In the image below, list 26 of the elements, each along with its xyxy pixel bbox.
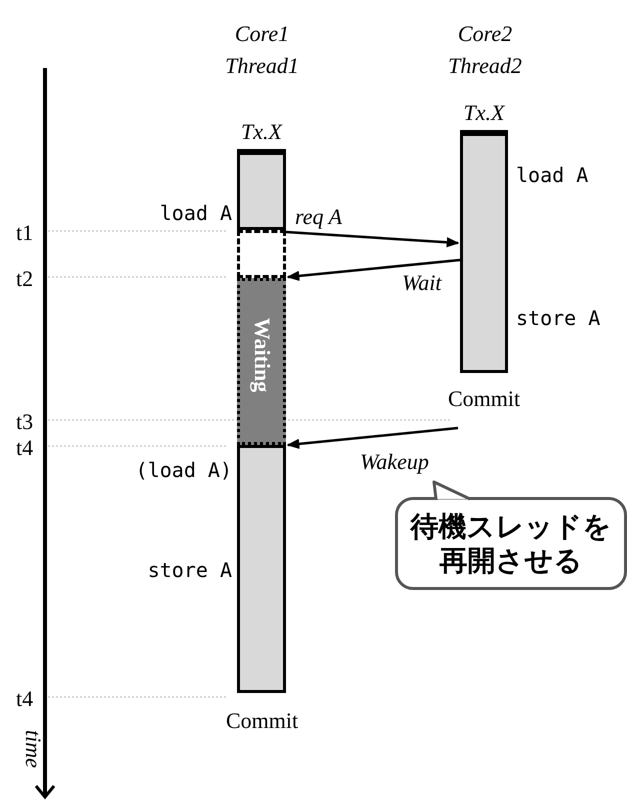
operation-label: (load A)	[136, 460, 232, 480]
operation-label: load A	[160, 203, 232, 223]
operation-label: store A	[516, 308, 600, 328]
request-box	[237, 230, 286, 278]
arrow	[286, 426, 458, 449]
callout-text: 待機スレッドを再開させる	[409, 510, 612, 578]
transaction-bar	[237, 445, 286, 693]
time-mark: t4	[16, 437, 34, 459]
time-mark: t4	[16, 688, 34, 710]
time-mark: t3	[16, 411, 34, 433]
commit-label: Commit	[226, 710, 298, 732]
column-heading: Core1 Thread1	[224, 20, 300, 80]
commit-label: Commit	[448, 388, 520, 410]
waiting-bar	[237, 278, 286, 445]
operation-label: store A	[148, 560, 232, 580]
column-heading: Core2 Thread2	[447, 20, 523, 80]
axis-label: time	[22, 730, 44, 768]
operation-label: load A	[516, 165, 588, 185]
time-mark: t1	[16, 222, 34, 244]
callout-bubble	[395, 497, 627, 590]
state-label: Waiting	[250, 318, 272, 392]
bar-heading: Tx.X	[240, 121, 284, 143]
time-mark: t2	[16, 268, 34, 290]
arrow	[286, 258, 460, 281]
arrow	[286, 230, 460, 248]
bar-heading: Tx.X	[462, 102, 506, 124]
